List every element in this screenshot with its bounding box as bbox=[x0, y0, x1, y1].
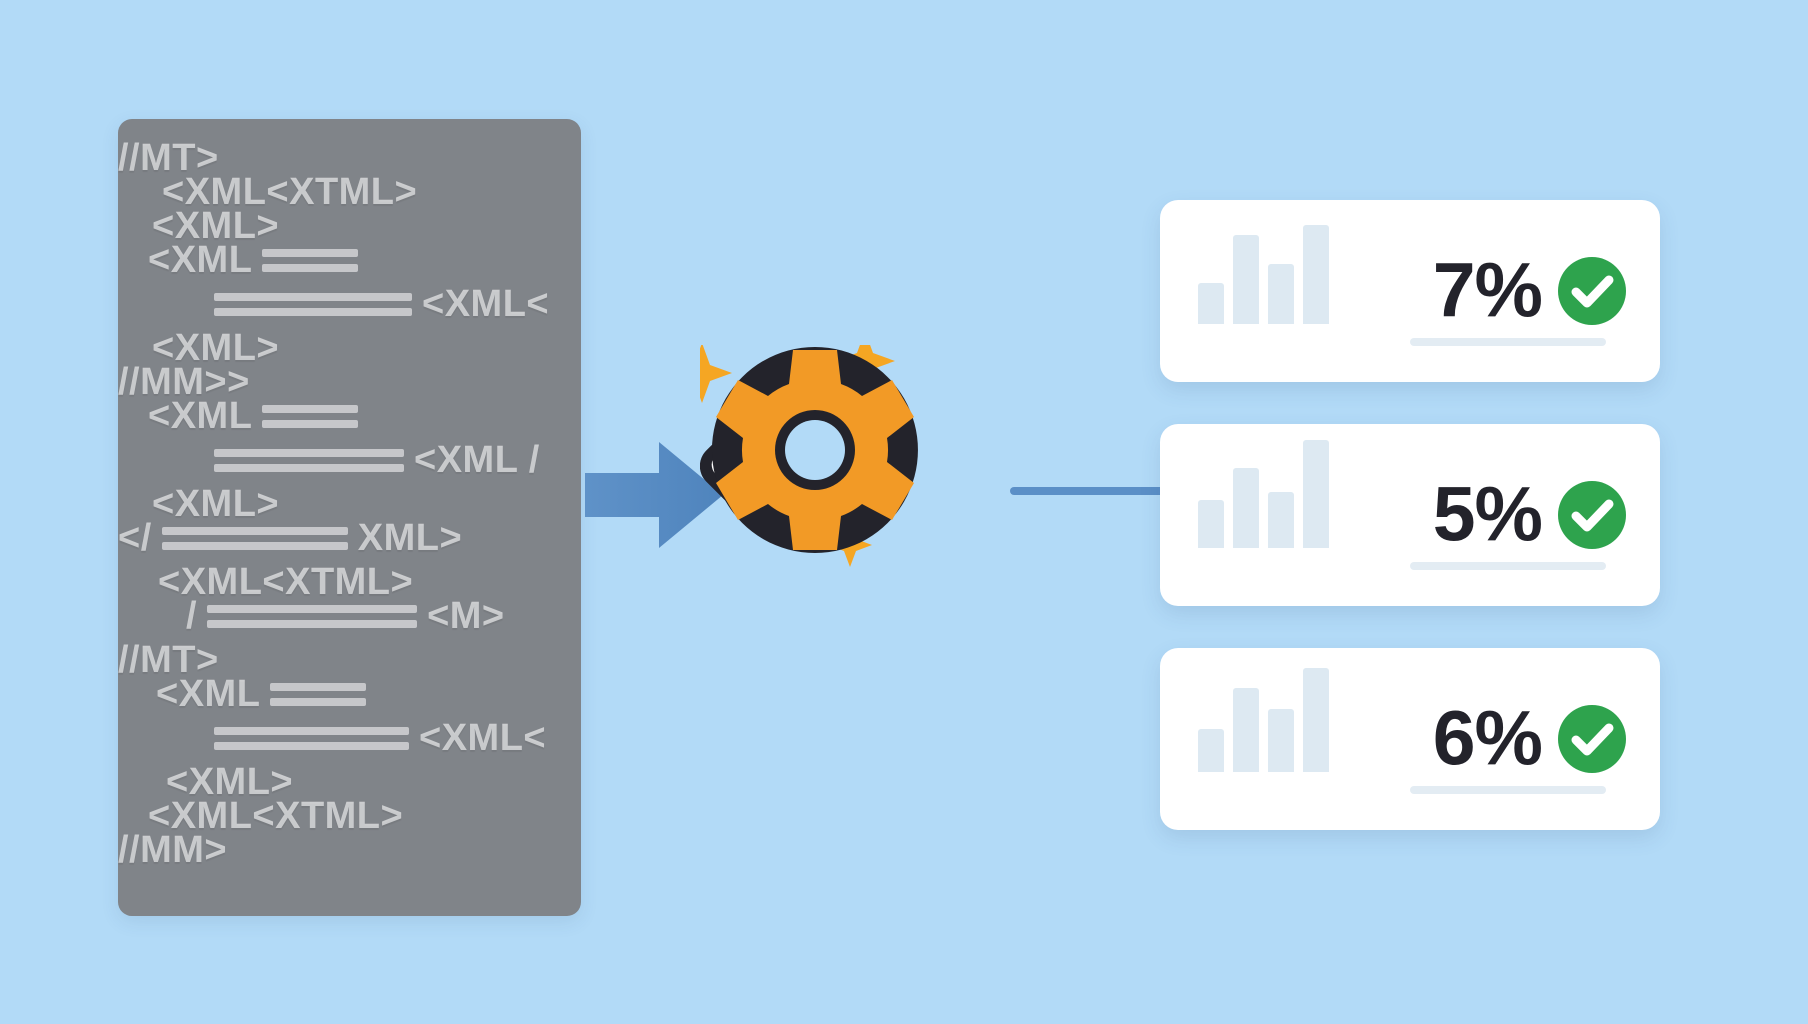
sparkle-icon bbox=[672, 343, 732, 403]
code-placeholder-bars bbox=[207, 605, 418, 628]
code-token: <XML bbox=[148, 239, 253, 281]
code-token: //MT> bbox=[118, 137, 219, 179]
code-token: <XML bbox=[148, 395, 253, 437]
check-circle-icon bbox=[1556, 255, 1628, 327]
chart-bar bbox=[1268, 264, 1294, 324]
code-line: / <M> bbox=[186, 595, 505, 638]
result-card[interactable]: 5% bbox=[1160, 424, 1660, 606]
code-line: <XML bbox=[148, 395, 359, 438]
chart-bar bbox=[1303, 668, 1329, 772]
chart-bar bbox=[1268, 709, 1294, 772]
mini-bar-chart bbox=[1198, 216, 1329, 324]
code-line: <XML<XTML> bbox=[162, 171, 417, 214]
mini-bar-chart bbox=[1198, 664, 1329, 772]
code-token: <XML> bbox=[152, 327, 280, 369]
code-token: //MM> bbox=[118, 829, 228, 871]
code-placeholder-bars bbox=[262, 405, 359, 428]
code-line: <XML< bbox=[214, 283, 549, 326]
code-placeholder-bars bbox=[262, 249, 359, 272]
code-token: </ bbox=[118, 517, 152, 559]
code-token: <XML<XTML> bbox=[158, 561, 414, 603]
code-line: </ XML> bbox=[118, 517, 462, 560]
code-token: //MM>> bbox=[118, 361, 250, 403]
code-line: <XML< bbox=[214, 717, 546, 760]
code-line: //MT> bbox=[118, 137, 219, 180]
code-line: <XML<XTML> bbox=[148, 795, 403, 838]
mini-bar-chart bbox=[1198, 440, 1329, 548]
code-line: <XML<XTML> bbox=[158, 561, 413, 604]
code-token: <XML<XTML> bbox=[148, 795, 404, 837]
check-circle-icon bbox=[1556, 703, 1628, 775]
code-placeholder-bars bbox=[214, 727, 409, 750]
code-line: //MT> bbox=[118, 639, 219, 682]
code-placeholder-bars bbox=[214, 449, 404, 472]
code-token: <M> bbox=[427, 595, 505, 637]
code-token: <XML< bbox=[422, 283, 550, 325]
card-divider bbox=[1410, 562, 1606, 570]
code-token: / bbox=[186, 595, 198, 637]
code-token: <XML<XTML> bbox=[162, 171, 418, 213]
chart-bar bbox=[1198, 729, 1224, 772]
check-circle-icon bbox=[1556, 479, 1628, 551]
chart-bar bbox=[1268, 492, 1294, 548]
code-line: <XML bbox=[148, 239, 359, 282]
chart-bar bbox=[1198, 500, 1224, 548]
code-token: <XML> bbox=[166, 761, 294, 803]
code-line: <XML> bbox=[166, 761, 293, 804]
code-token: <XML> bbox=[152, 483, 280, 525]
chart-bar bbox=[1303, 440, 1329, 548]
chart-bar bbox=[1233, 688, 1259, 772]
chart-bar bbox=[1233, 235, 1259, 324]
code-token: <XML> bbox=[152, 205, 280, 247]
connector-line bbox=[1010, 487, 1165, 495]
percent-value: 7% bbox=[1432, 247, 1543, 334]
code-placeholder-bars bbox=[270, 683, 367, 706]
chart-bar bbox=[1233, 468, 1259, 548]
code-token: <XML bbox=[156, 673, 261, 715]
code-placeholder-bars bbox=[214, 293, 412, 316]
code-token: XML> bbox=[357, 517, 463, 559]
code-token: <XML< bbox=[419, 717, 547, 759]
code-token: //MT> bbox=[118, 639, 219, 681]
chart-bar bbox=[1303, 225, 1329, 324]
code-line: <XML> bbox=[152, 205, 279, 248]
code-line: <XML / bbox=[214, 439, 540, 482]
card-divider bbox=[1410, 786, 1606, 794]
code-line: //MM> bbox=[118, 829, 227, 872]
code-placeholder-bars bbox=[161, 527, 348, 550]
code-token: <XML / bbox=[414, 439, 540, 481]
xml-code-block: //MT><XML<XTML><XML><XML<XML<<XML>//MM>>… bbox=[118, 119, 581, 916]
code-line: <XML> bbox=[152, 327, 279, 370]
process-arrow bbox=[585, 440, 725, 555]
code-line: <XML> bbox=[152, 483, 279, 526]
result-card[interactable]: 7% bbox=[1160, 200, 1660, 382]
code-line: //MM>> bbox=[118, 361, 250, 404]
percent-value: 5% bbox=[1432, 471, 1543, 558]
percent-value: 6% bbox=[1432, 695, 1543, 782]
code-line: <XML bbox=[156, 673, 367, 716]
gear-magnifier-icon bbox=[672, 331, 930, 585]
chart-bar bbox=[1198, 283, 1224, 324]
card-divider bbox=[1410, 338, 1606, 346]
result-card[interactable]: 6% bbox=[1160, 648, 1660, 830]
